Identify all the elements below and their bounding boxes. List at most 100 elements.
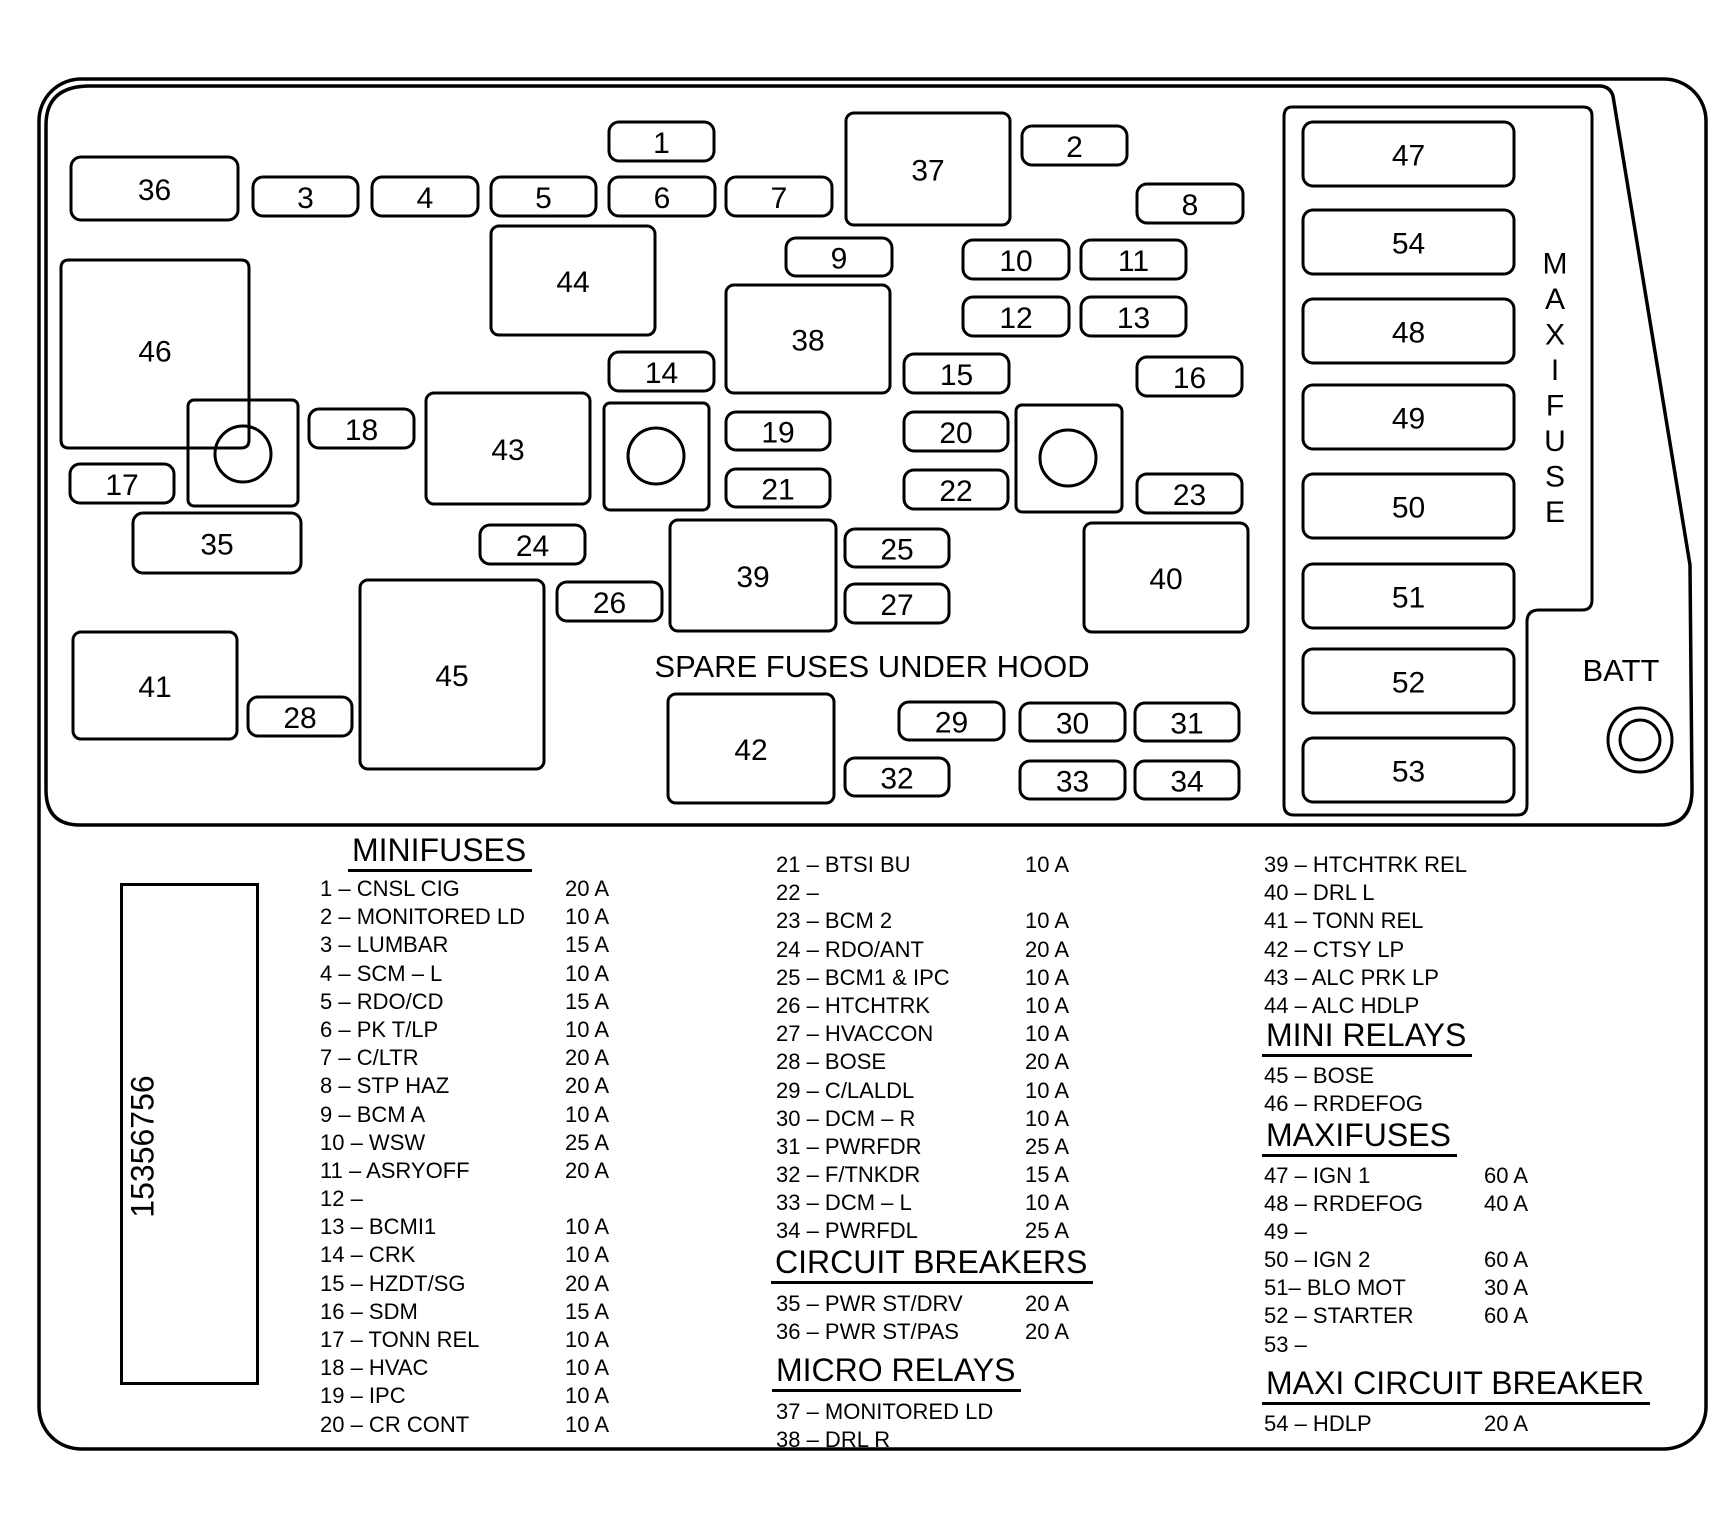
part-number: 15356756 <box>124 1075 161 1218</box>
fuse-position-label-40: 40 <box>1149 563 1182 596</box>
legend-row-amperage: 20 A <box>565 1045 610 1071</box>
mounting-bolt-icon <box>213 424 273 484</box>
fuse-position-label-54: 54 <box>1392 228 1425 261</box>
fuse-slot-22 <box>902 468 1010 511</box>
fuse-slot-36 <box>69 155 240 222</box>
fuse-position-label-44: 44 <box>556 266 589 299</box>
fuse-position-label-32: 32 <box>880 763 913 796</box>
fuse-position-label-39: 39 <box>736 561 769 594</box>
fuse-position-label-11: 11 <box>1118 245 1149 278</box>
fuse-position-label-24: 24 <box>516 530 549 563</box>
legend-row-amperage: 20 A <box>1025 1290 1070 1316</box>
fuse-slot-14 <box>607 350 716 393</box>
legend-row-amperage: 10 A <box>1025 964 1070 990</box>
legend-row-label: 7 – C/LTR <box>320 1045 419 1071</box>
label-outline <box>37 77 1708 1451</box>
fuse-position-label-50: 50 <box>1392 492 1425 525</box>
legend-row: 17 – TONN REL 10 A <box>320 1326 640 1354</box>
fuse-slot-21 <box>724 467 832 509</box>
fuse-position-label-25: 25 <box>880 534 913 567</box>
legend-row-amperage: 25 A <box>1025 1133 1070 1159</box>
legend-row-amperage: 10 A <box>565 1327 610 1352</box>
fuse-slot-38 <box>724 283 892 395</box>
legend-row-amperage: 10 A <box>565 1242 610 1268</box>
legend-row-label: 21 – BTSI BU <box>776 852 911 877</box>
legend-row-label: 41 – TONN REL <box>1264 908 1424 934</box>
mounting-block-3 <box>1014 403 1124 514</box>
battery-terminal-icon <box>1606 706 1674 774</box>
legend-row-label: 19 – IPC <box>320 1383 406 1409</box>
fuse-position-label-22: 22 <box>939 475 972 508</box>
fuse-position-label-27: 27 <box>880 589 913 622</box>
maxifuse-panel-outline <box>1282 105 1594 817</box>
fuse-slot-29 <box>897 700 1006 742</box>
legend-row: 7 – C/LTR 20 A <box>320 1044 640 1072</box>
legend-row-amperage: 10 A <box>565 1411 610 1437</box>
fuse-position-label-16: 16 <box>1173 362 1206 395</box>
fuse-position-label-51: 51 <box>1392 582 1425 615</box>
fuse-slot-49 <box>1301 383 1516 451</box>
fuse-slot-4 <box>370 175 480 218</box>
legend-row-label: 17 – TONN REL <box>320 1327 480 1352</box>
maxi-fuse-letter: M <box>1543 248 1568 281</box>
fuse-slot-47 <box>1301 120 1516 188</box>
fuse-slot-35 <box>131 511 303 575</box>
fuse-position-label-1: 1 <box>653 127 670 160</box>
legend-row-label: 29 – C/LALDL <box>776 1077 915 1103</box>
legend-row-label: 20 – CR CONT <box>320 1411 470 1437</box>
legend-row-label: 13 – BCMI1 <box>320 1214 437 1240</box>
legend-row: 40 – DRL L <box>1264 879 1684 907</box>
fuse-slot-26 <box>555 580 664 623</box>
legend-row-label: 12 – <box>320 1186 363 1212</box>
fuse-slot-3 <box>251 175 360 218</box>
fuse-position-label-5: 5 <box>535 182 552 215</box>
legend-row-amperage: 20 A <box>1025 1049 1070 1075</box>
spare-fuses-label: SPARE FUSES UNDER HOOD <box>654 649 1089 684</box>
legend-row-label: 36 – PWR ST/PAS <box>776 1318 959 1344</box>
fuse-slot-40 <box>1082 521 1250 634</box>
fuse-position-label-19: 19 <box>761 417 794 450</box>
legend-row-label: 2 – MONITORED LD <box>320 904 525 930</box>
fuse-position-label-21: 21 <box>761 474 794 507</box>
fuse-slot-54 <box>1301 208 1516 276</box>
fuse-position-label-20: 20 <box>939 417 972 450</box>
maxi-fuse-letter: A <box>1545 283 1565 316</box>
mounting-bolt-icon <box>1038 428 1098 488</box>
fuse-slot-13 <box>1079 295 1188 338</box>
fuse-position-label-42: 42 <box>734 734 767 767</box>
maxi-fuse-letter: F <box>1546 390 1564 423</box>
legend-row: 41 – TONN REL <box>1264 907 1684 935</box>
fuse-position-label-17: 17 <box>105 469 138 502</box>
fuse-position-label-10: 10 <box>999 245 1032 278</box>
legend-row-label: 16 – SDM <box>320 1298 418 1324</box>
legend-row-label: 11 – ASRYOFF <box>320 1157 470 1183</box>
fuse-slot-33 <box>1018 759 1127 801</box>
section-heading-maxifuses: MAXIFUSES <box>1262 1117 1457 1157</box>
fuse-position-label-26: 26 <box>593 587 626 620</box>
legend-row-label: 31 – PWRFDR <box>776 1133 922 1159</box>
fuse-position-label-8: 8 <box>1182 189 1199 222</box>
section-heading-maxi-circuit-breaker: MAXI CIRCUIT BREAKER <box>1262 1365 1651 1405</box>
fuse-position-label-36: 36 <box>138 174 171 207</box>
legend-row: 46 – RRDEFOG <box>1264 1090 1684 1118</box>
legend-row: 20 – CR CONT 10 A <box>320 1411 640 1439</box>
fuse-block-outline <box>44 84 1694 827</box>
fuse-position-label-35: 35 <box>200 529 233 562</box>
fuse-position-label-34: 34 <box>1170 766 1203 799</box>
legend-row-label: 8 – STP HAZ <box>320 1073 450 1099</box>
fuse-position-label-46: 46 <box>138 336 171 369</box>
legend-row-amperage: 20 A <box>565 1157 610 1183</box>
legend-row-amperage: 10 A <box>1025 1021 1070 1047</box>
